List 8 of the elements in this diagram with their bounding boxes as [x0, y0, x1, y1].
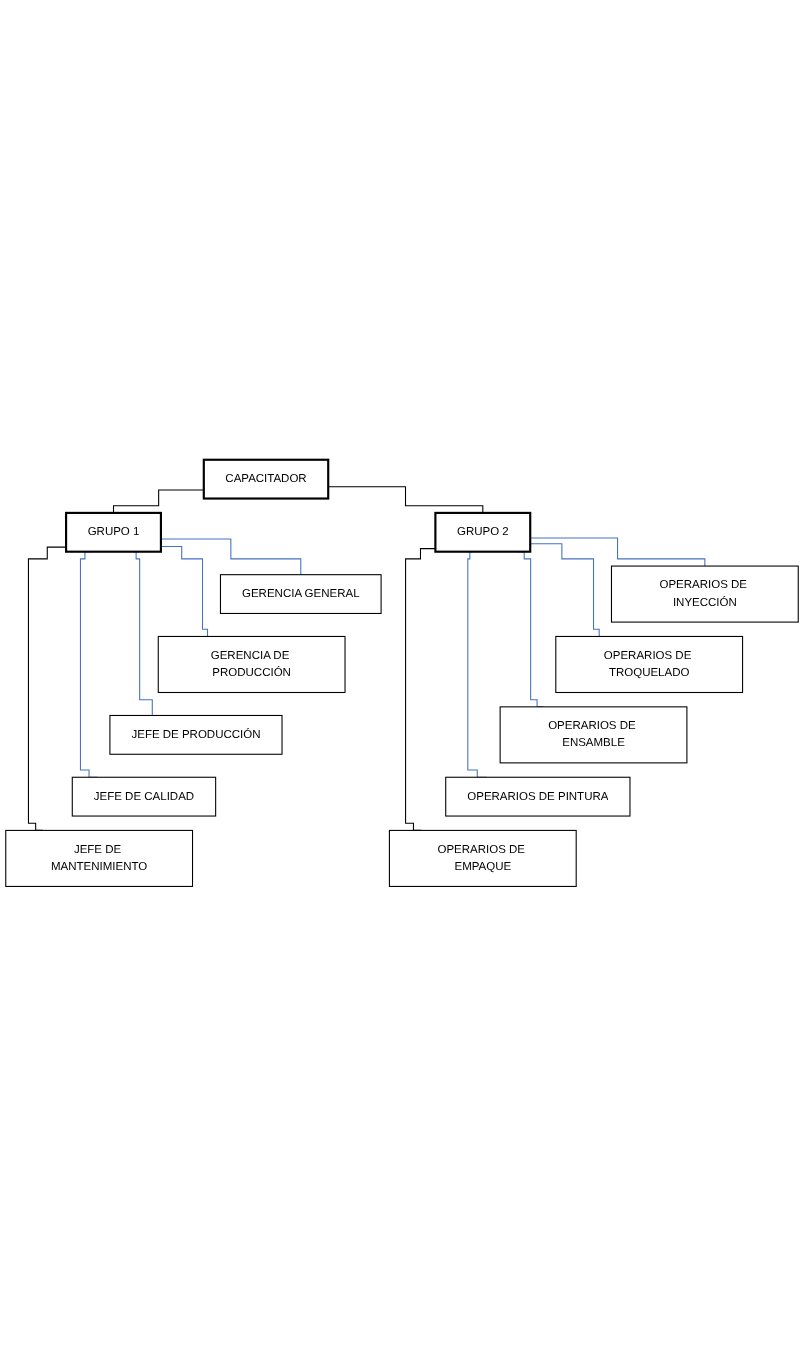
- connector: [160, 538, 302, 576]
- connector: [405, 548, 436, 831]
- connector: [160, 545, 214, 637]
- connector: [529, 537, 706, 567]
- connector: [327, 486, 484, 514]
- connector: [27, 546, 67, 831]
- connector: [529, 543, 606, 637]
- connector: [112, 489, 205, 514]
